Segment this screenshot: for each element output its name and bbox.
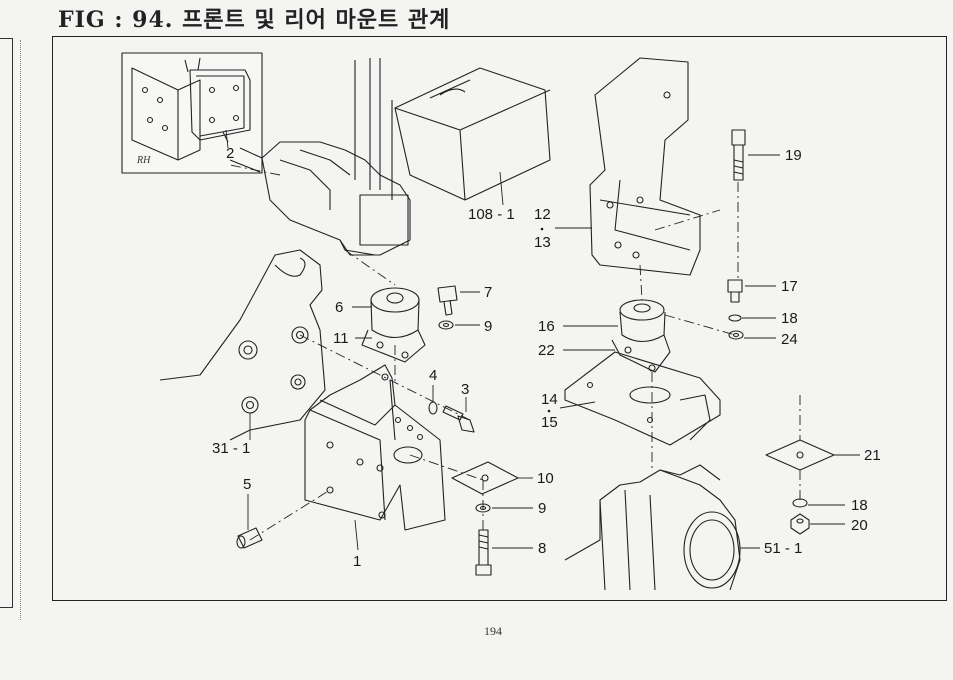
- sleeve-5: [236, 527, 263, 549]
- callout-12: 12: [534, 206, 551, 223]
- bolt-8: [475, 503, 492, 576]
- callout-13: 13: [534, 234, 551, 251]
- callout-11: 11: [333, 330, 349, 347]
- plate-21: [765, 439, 835, 535]
- assembly-lines: [229, 164, 801, 541]
- page-number: 194: [484, 624, 502, 638]
- rear-plate-14: [564, 351, 721, 446]
- callout-7: 7: [484, 284, 492, 301]
- callout-dot: [540, 227, 544, 231]
- transmission-51: [564, 464, 741, 591]
- callout-20: 20: [851, 517, 868, 534]
- callout-3: 3: [461, 381, 469, 398]
- leader-lines: [225, 129, 860, 551]
- callout-24: 24: [781, 331, 798, 348]
- rh-inset: [121, 52, 263, 174]
- inset-label: RH: [136, 155, 151, 166]
- callout-8: 8: [538, 540, 546, 557]
- callout-dot: [547, 409, 551, 413]
- bolt-3: [428, 401, 475, 433]
- diagram-frame: [52, 36, 947, 601]
- callout-4: 4: [429, 367, 437, 384]
- engine-block-left: [159, 249, 326, 441]
- callout-19: 19: [785, 147, 802, 164]
- callout-9-upper: 9: [484, 318, 492, 335]
- callout-6: 6: [335, 299, 343, 316]
- callout-18-lower: 18: [851, 497, 868, 514]
- callout-1: 1: [353, 553, 361, 570]
- callout-10: 10: [537, 470, 554, 487]
- callout-18-upper: 18: [781, 310, 798, 327]
- callout-14: 14: [541, 391, 558, 408]
- callout-2: 2: [226, 145, 234, 162]
- callout-15: 15: [541, 414, 558, 431]
- callout-16: 16: [538, 318, 555, 335]
- callout-31-1: 31 - 1: [212, 440, 250, 457]
- left-margin-rule: [20, 40, 21, 620]
- figure-title: FIG : 94. 프론트 및 리어 마운트 관계: [58, 7, 451, 33]
- callout-51-1: 51 - 1: [764, 540, 802, 557]
- bolt-19: [731, 129, 746, 181]
- callout-17: 17: [781, 278, 798, 295]
- front-engine-section: [229, 58, 411, 256]
- tank-108: [394, 67, 551, 201]
- mount-rubber-16: [611, 299, 671, 373]
- bolt-7: [437, 285, 458, 330]
- left-margin-bar: [0, 38, 13, 608]
- mount-rubber-6: [361, 287, 426, 363]
- mount-bracket-1: [304, 364, 446, 531]
- bolt-17: [727, 279, 744, 340]
- callout-22: 22: [538, 342, 555, 359]
- rear-bracket-12: [589, 57, 701, 276]
- callout-9-lower: 9: [538, 500, 546, 517]
- callout-5: 5: [243, 476, 251, 493]
- plate-10: [451, 461, 519, 495]
- callout-labels: 2 108 - 1 12 13 19 6 7 9 11 4 3 31 - 1 5…: [212, 145, 881, 570]
- callout-21: 21: [864, 447, 881, 464]
- callout-108-1: 108 - 1: [468, 206, 515, 223]
